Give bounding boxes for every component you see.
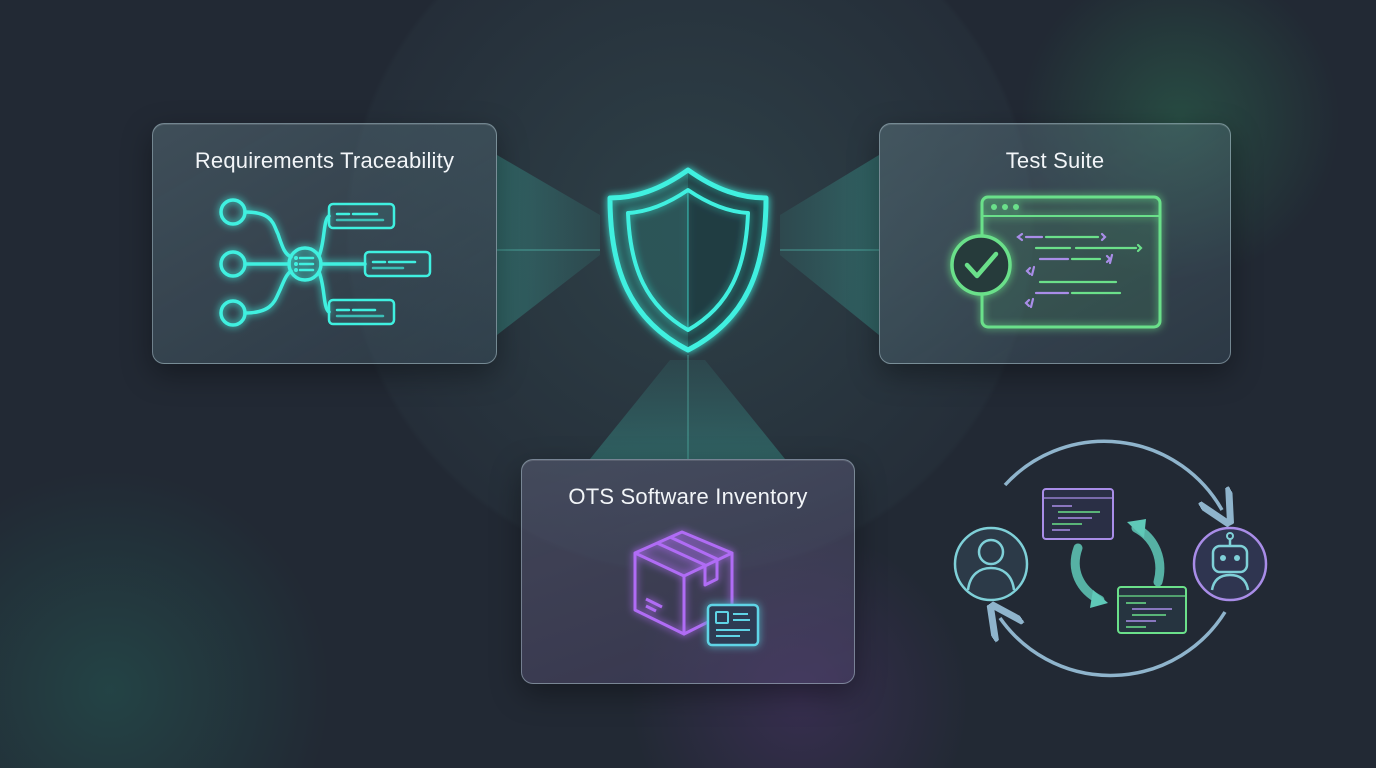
traceability-tree-icon [219,198,432,327]
code-snippet-icon [1042,488,1114,540]
human-ai-cycle [953,439,1268,678]
ots-software-inventory-card[interactable]: OTS Software Inventory [521,459,855,684]
test-suite-card[interactable]: Test Suite [879,123,1231,364]
code-snippet-icon [1117,586,1187,634]
robot-icon [1192,526,1268,602]
connector-beam-down [590,360,785,459]
package-box-icon [633,530,760,647]
connector-beam-right [780,155,879,335]
card-title: Requirements Traceability [194,148,455,173]
circular-arrows-icon [1070,519,1165,608]
cycle-arrow-top [1003,439,1222,510]
person-icon [953,526,1029,602]
card-title: OTS Software Inventory [568,484,808,509]
card-title: Test Suite [1005,148,1105,173]
shield-icon [607,167,769,353]
connector-beam-left [497,155,600,335]
code-window-check-icon [950,195,1162,329]
requirements-traceability-card[interactable]: Requirements Traceability [152,123,497,364]
cycle-arrow-bottom [1000,612,1227,678]
